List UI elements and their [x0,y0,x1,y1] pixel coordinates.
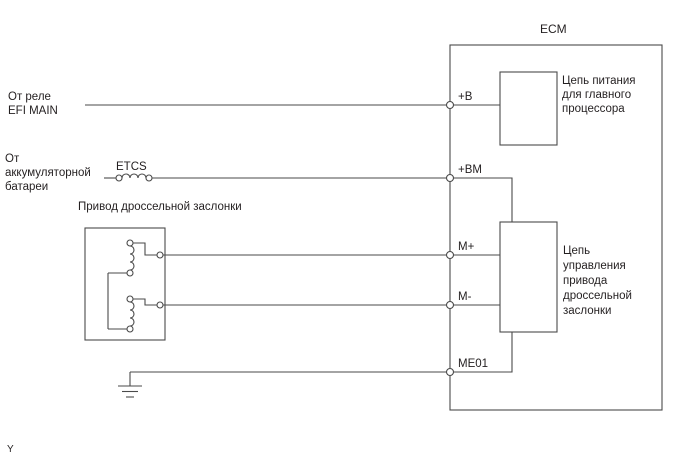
power-circuit-label: Цепь питания для главного процессора [562,75,636,115]
efi-relay-label-line: От реле [8,91,51,103]
terminal-label-b: +B [458,91,473,103]
power-circuit-label-line: процессора [562,103,625,115]
power-circuit-label-line: Цепь питания [562,75,636,87]
throttle-actuator-box [84,227,166,341]
power-circuit-label-line: для главного [562,89,631,101]
coil2-feed [133,298,157,306]
coil-node [126,295,134,303]
coil-node [126,269,134,277]
ecm-internal-wires [453,104,513,373]
terminal-label-bm: +BM [458,164,482,176]
terminal-node-m-plus [445,250,455,260]
terminal-node-me01 [445,367,455,377]
terminal-label-me01: ME01 [458,358,488,370]
battery-label-line: батареи [5,181,48,193]
terminal-node-bm [445,173,455,183]
corner-mark: Y [7,444,14,455]
fuse-element-icon [121,173,147,179]
battery-label-line: От [5,153,20,165]
ecm-terminal-nodes [445,100,455,377]
wire-me01-to-motor-box [453,332,513,373]
fuse-symbol [115,173,153,182]
motor-control-box [499,221,558,333]
external-wires [85,104,446,386]
actuator-internals [107,239,164,333]
actuator-label: Привод дроссельной заслонки [78,201,242,213]
motor-control-label-line: дроссельной [563,290,632,302]
terminal-node-b [445,100,455,110]
ecm-label: ECM [540,22,567,36]
coil1-feed [133,242,157,256]
terminal-label-m-plus: M+ [458,241,475,253]
battery-label-line: аккумуляторной [5,167,91,179]
wire-bm-to-motor-box [453,177,513,222]
motor-control-label-line: Цепь [563,245,590,257]
ground-icon [118,385,142,398]
battery-source-label: От аккумуляторной батареи [5,153,91,193]
efi-relay-source-label: От реле EFI MAIN [8,91,58,117]
fuse-node [115,174,123,182]
fuse-node [145,174,153,182]
terminal-label-m-minus: M- [458,291,472,303]
coil-node [126,239,134,247]
motor-control-label: Цепь управления привода дроссельной засл… [563,245,632,317]
coil-icon [129,301,135,327]
coil-icon [129,245,135,271]
motor-control-label-line: привода [563,275,608,287]
power-circuit-box [499,71,558,146]
terminal-node-m-minus [445,300,455,310]
actuator-terminal-node [156,301,164,309]
coil-node [126,325,134,333]
actuator-terminal-node [156,251,164,259]
motor-control-label-line: заслонки [563,305,611,317]
fuse-label: ETCS [116,161,147,173]
efi-relay-label-line: EFI MAIN [8,105,58,117]
motor-control-label-line: управления [563,260,626,272]
